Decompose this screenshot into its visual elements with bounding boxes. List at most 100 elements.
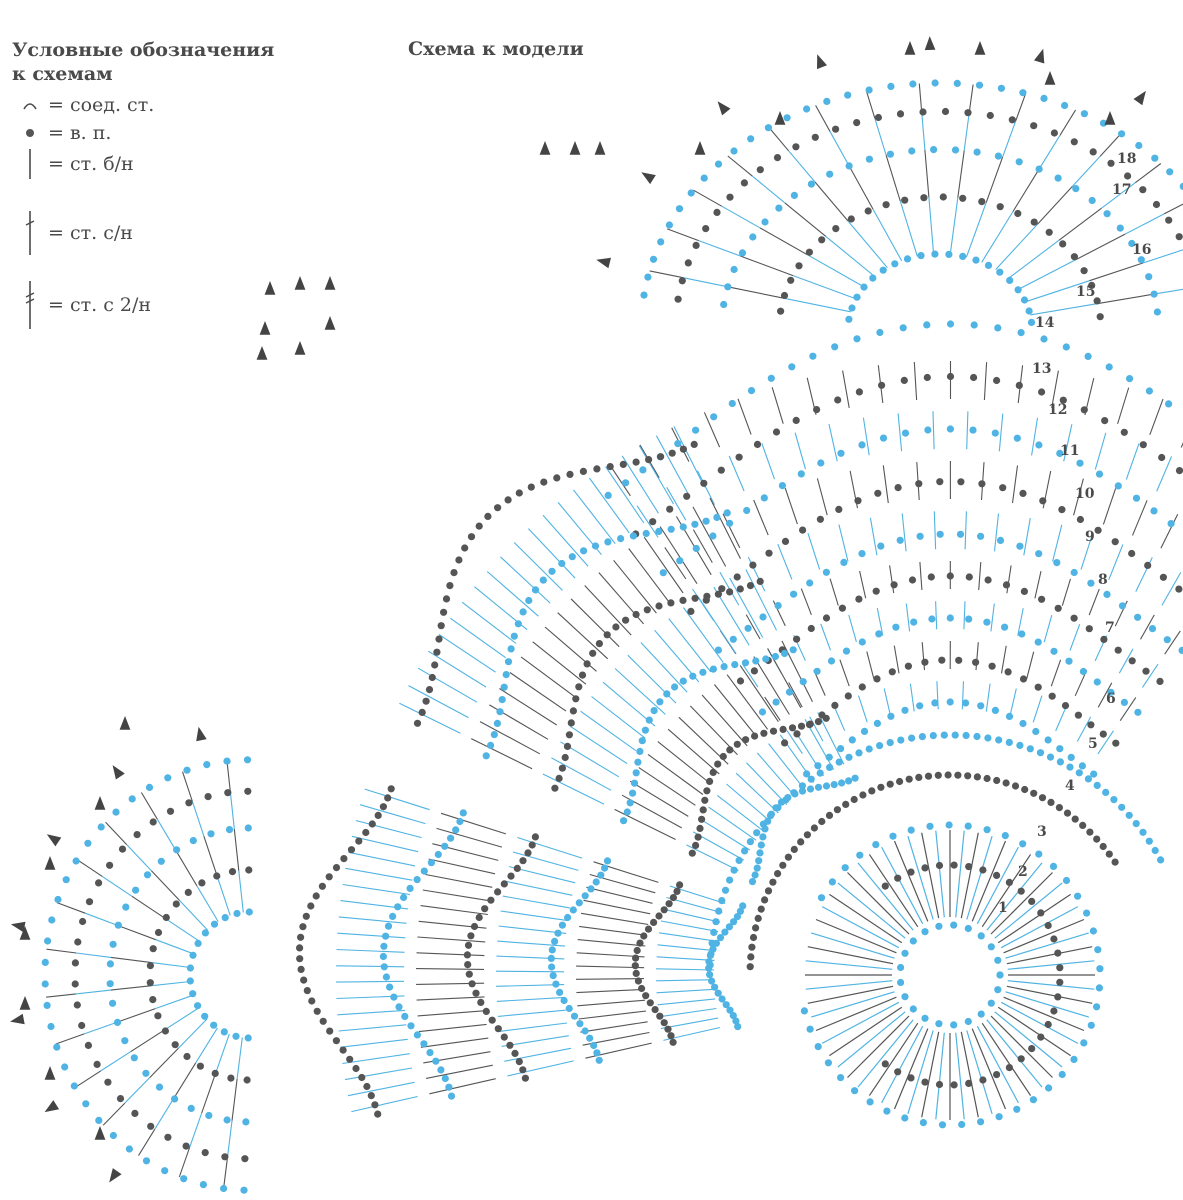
chain-stitch [679, 445, 688, 453]
chain-stitch [928, 615, 936, 623]
chain-stitch [935, 1020, 943, 1028]
picot [539, 141, 551, 155]
stitch [214, 1033, 230, 1074]
chain-stitch [131, 1109, 139, 1117]
chain-stitch [227, 1074, 235, 1082]
chain-stitch [233, 909, 241, 918]
stitch [1034, 570, 1042, 599]
chain-stitch [901, 1114, 909, 1122]
stitch [1007, 980, 1095, 990]
stitch [751, 175, 786, 204]
chain-stitch [761, 218, 769, 226]
chain-stitch [919, 1119, 928, 1127]
chain-stitch [728, 399, 736, 408]
chain-stitch [1028, 1045, 1036, 1053]
chain-stitch [714, 590, 723, 598]
chain-stitch [413, 876, 421, 884]
chain-stitch [832, 125, 840, 133]
chain-stitch [211, 1069, 219, 1077]
chain-stitch [161, 1027, 169, 1035]
chain-stitch [297, 965, 305, 974]
stitch [740, 255, 794, 277]
chain-stitch [84, 1041, 92, 1049]
stitch [118, 925, 156, 941]
chain-stitch [780, 291, 789, 300]
stitch [1125, 443, 1140, 480]
stitch [881, 1025, 924, 1104]
chain-stitch [44, 937, 52, 945]
chain-stitch [1070, 1055, 1078, 1063]
stitch [994, 882, 1063, 939]
stitch [613, 559, 657, 614]
stitch [703, 412, 721, 448]
chain-stitch [965, 863, 973, 871]
stitch [821, 1001, 900, 1044]
stitch [195, 1027, 218, 1064]
chain-stitch [740, 179, 749, 187]
chain-stitch [764, 887, 773, 895]
chain-stitch [987, 943, 995, 951]
picot [641, 172, 656, 185]
chain-stitch [876, 328, 884, 337]
chain-stitch [1019, 675, 1028, 683]
chain-stitch [810, 824, 819, 832]
stitch [340, 1038, 408, 1048]
chain-stitch [733, 740, 741, 748]
chain-stitch [114, 921, 122, 929]
chain-stitch [220, 1184, 228, 1193]
stitch [422, 889, 490, 902]
row-number-8: 8 [1098, 572, 1108, 588]
chain-stitch [713, 513, 721, 522]
chain-stitch [142, 1157, 151, 1165]
chain-stitch [1035, 441, 1043, 449]
chain-stitch [691, 520, 699, 528]
chain-stitch [221, 1153, 229, 1161]
chain-stitch [856, 851, 864, 859]
chain-stitch [514, 620, 522, 628]
stitch [1059, 109, 1077, 136]
chain-stitch [892, 623, 900, 631]
chain-stitch [646, 999, 654, 1007]
chain-stitch [1014, 209, 1022, 218]
chain-stitch [1120, 428, 1128, 436]
stitch [893, 840, 929, 922]
chain-stitch [784, 853, 793, 861]
chain-stitch [851, 1087, 859, 1095]
chain-stitch [204, 793, 212, 801]
chain-stitch [979, 1076, 987, 1084]
stitch [932, 411, 935, 450]
chain-stitch [640, 291, 648, 299]
stitch [196, 885, 219, 922]
chain-stitch [1002, 779, 1010, 787]
stitch [949, 197, 959, 255]
chain-stitch [1008, 116, 1016, 124]
chain-stitch [575, 683, 583, 691]
chain-stitch [97, 823, 105, 831]
stitch [557, 612, 609, 660]
chain-stitch [978, 198, 986, 206]
chain-stitch [848, 736, 856, 744]
chain-stitch [692, 426, 700, 434]
stitch [479, 721, 541, 755]
chain-stitch [1015, 158, 1023, 166]
chain-stitch [617, 535, 625, 543]
chain-stitch [1035, 850, 1043, 858]
chain-stitch [1061, 702, 1070, 710]
chain-stitch [881, 882, 889, 890]
chain-stitch [765, 549, 773, 557]
stitch [745, 614, 761, 640]
stitch [512, 851, 579, 871]
chain-stitch [783, 114, 791, 122]
stitch [578, 1010, 647, 1020]
chain-stitch [515, 1058, 523, 1066]
chain-stitch [729, 635, 737, 643]
stitch [573, 489, 616, 545]
stitch [1117, 387, 1130, 425]
chain-stitch [183, 766, 191, 774]
stitch [883, 688, 892, 716]
row-number-5: 5 [1088, 736, 1098, 752]
chain-stitch [394, 903, 402, 911]
stitch [1003, 996, 1085, 1032]
stitch [729, 577, 764, 638]
chain-stitch [593, 1049, 601, 1057]
